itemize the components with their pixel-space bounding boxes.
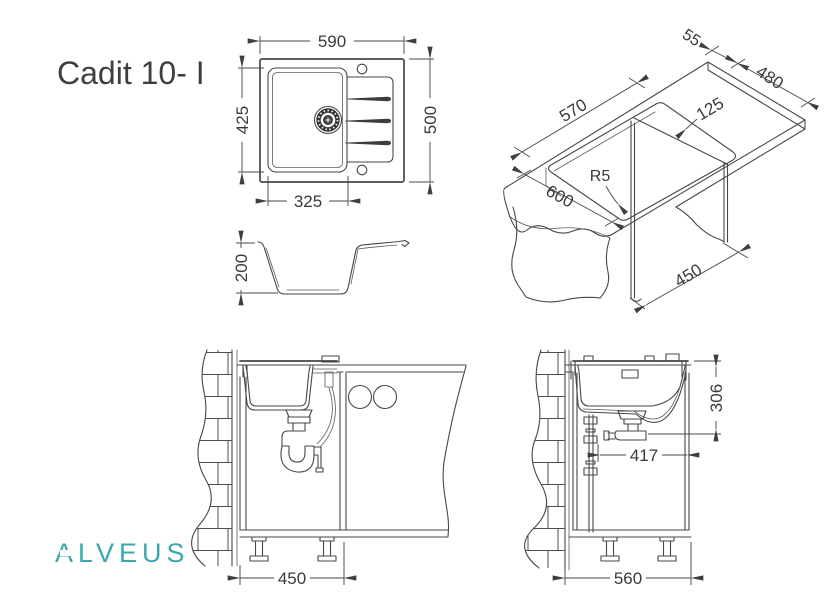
- brick-wall: [191, 350, 232, 566]
- dim-cutout-width: 570: [510, 74, 649, 161]
- install-side-view: 450: [191, 349, 467, 588]
- top-view: 590 500 425 325: [233, 32, 440, 211]
- svg-text:55: 55: [679, 26, 703, 50]
- brick-wall: [524, 350, 565, 568]
- overflow-box: [621, 369, 639, 379]
- tap-hole-plug: [321, 355, 340, 363]
- dim-bowl-depth: 200: [232, 230, 278, 306]
- cabinet-foot: [657, 536, 677, 562]
- dim-cutout-depth: 480: [724, 54, 820, 111]
- isometric-view: 55 480 570 600 125 R5: [503, 26, 820, 314]
- dim-outlet-offset: 417: [587, 440, 700, 465]
- panel-hole: [347, 384, 373, 410]
- dim-outlet-height: 306: [648, 354, 726, 442]
- tap-hole-plug: [665, 353, 680, 362]
- cabinet-foot: [249, 536, 269, 562]
- svg-text:425: 425: [233, 106, 252, 134]
- dim-overall-depth: 500: [409, 46, 440, 195]
- install-front-view: 306 417 560: [524, 349, 726, 588]
- dim-bowl-length: 425: [233, 55, 264, 185]
- product-title: Cadit 10- I: [57, 55, 205, 91]
- svg-text:560: 560: [614, 569, 642, 588]
- tap-hole: [356, 63, 368, 75]
- logo-a-crossbar-mask: [60, 550, 71, 556]
- brand-logo: ALVEUS: [55, 538, 190, 568]
- brand-logo-text: ALVEUS: [55, 538, 190, 568]
- mounting-clip: [644, 355, 655, 362]
- svg-text:450: 450: [671, 260, 705, 291]
- drainer-groove: [347, 96, 391, 102]
- supply-pipes: [583, 414, 598, 533]
- svg-text:125: 125: [693, 93, 727, 124]
- mounting-clip: [583, 355, 594, 362]
- drain-outlet: [313, 105, 343, 135]
- svg-text:325: 325: [294, 192, 322, 211]
- dim-front-cabinet-width: 560: [552, 542, 704, 588]
- drainer-groove: [345, 140, 391, 146]
- dim-corner-radius: R5: [590, 168, 629, 216]
- dim-iso-cabinet-width: 450: [629, 242, 752, 314]
- svg-text:570: 570: [556, 95, 590, 126]
- svg-text:500: 500: [421, 106, 440, 134]
- torn-edge: [442, 365, 467, 537]
- cabinet-foot: [317, 536, 337, 562]
- svg-text:450: 450: [278, 569, 306, 588]
- svg-text:417: 417: [630, 446, 658, 465]
- svg-text:590: 590: [318, 32, 346, 51]
- drain-elbow: [603, 410, 647, 441]
- svg-text:R5: R5: [590, 168, 611, 185]
- cabinet-foot: [600, 536, 620, 562]
- dim-overall-width: 590: [247, 32, 417, 54]
- siphon-trap: [280, 409, 324, 473]
- tap-hole: [356, 164, 368, 176]
- svg-text:200: 200: [232, 254, 251, 282]
- dim-bowl-width: 325: [255, 176, 361, 211]
- section-view: 200: [232, 230, 410, 306]
- panel-hole: [372, 384, 398, 410]
- drainer-groove: [345, 118, 391, 124]
- dim-edge-distance: 55: [679, 26, 750, 71]
- svg-text:306: 306: [707, 384, 726, 412]
- dim-side-distance: 125: [675, 93, 727, 140]
- dim-side-cabinet-width: 450: [227, 542, 357, 588]
